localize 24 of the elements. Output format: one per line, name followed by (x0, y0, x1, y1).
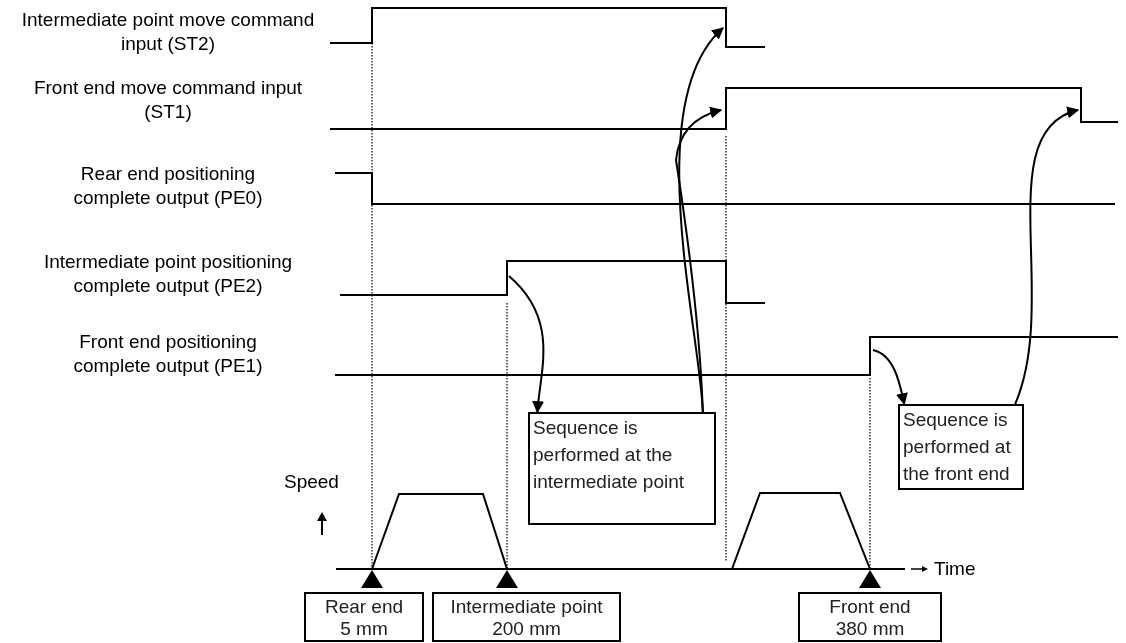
arrow (508, 275, 545, 414)
signal-label: Rear end positioning complete output (PE0) (72, 162, 264, 210)
axis-label: Time (934, 557, 976, 581)
note-box (898, 404, 1024, 490)
position-box (304, 592, 424, 642)
arrow (1014, 108, 1080, 405)
position-text: Intermediate point (450, 596, 603, 618)
signal-label: Intermediate point move command input (ST2) (20, 8, 316, 56)
signal-label: Front end move command input (ST1) (32, 76, 304, 124)
signal-label: Front end positioning complete output (PE1) (72, 330, 264, 378)
note-text: Sequence is performed at the intermediate point (533, 416, 686, 494)
axis-label: Speed (284, 470, 339, 494)
note-text: Sequence is performed at the front end (903, 408, 1012, 486)
position-text: 5 mm (340, 618, 388, 640)
signal-label: Intermediate point positioning complete output (PE2) (42, 250, 294, 298)
position-box (432, 592, 621, 642)
position-text: Rear end (324, 596, 404, 618)
arrow (872, 349, 908, 406)
arrow (675, 107, 723, 413)
note-box (528, 412, 716, 525)
position-box (798, 592, 942, 642)
position-text: 200 mm (492, 618, 561, 640)
position-text: Front end (829, 596, 911, 618)
position-text: 380 mm (835, 618, 905, 640)
